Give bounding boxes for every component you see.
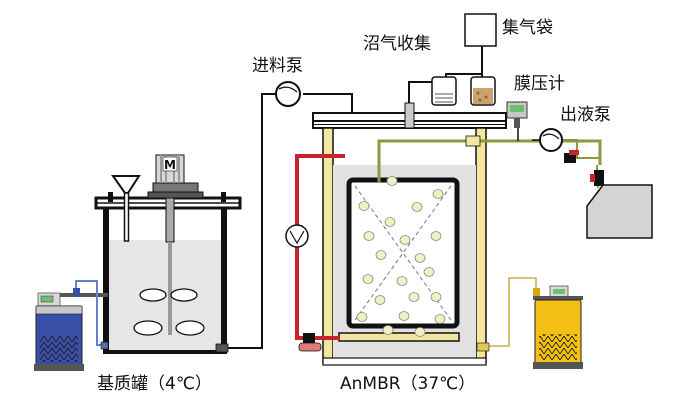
- effluent-tank: [586, 184, 653, 239]
- effluent-pump: [539, 128, 563, 152]
- biogas-bottle-1: [431, 76, 457, 106]
- svg-text:M: M: [164, 158, 176, 172]
- biogas-bottle-2: [470, 76, 496, 106]
- manometer: [506, 101, 528, 128]
- feed-pump: [275, 81, 301, 107]
- substrate-tank-label: 基质罐（4℃）: [97, 374, 212, 394]
- water-bath-right: [476, 277, 583, 369]
- biogas-collection-label: 沼气收集: [363, 34, 431, 54]
- gas-bag: [464, 13, 497, 77]
- bubbles: [356, 176, 446, 337]
- feed-line: [215, 93, 353, 353]
- impeller-blades: [133, 288, 205, 336]
- effluent-pump-label: 出液泵: [560, 105, 611, 125]
- recirculation-loop: [285, 154, 345, 352]
- funnel: [111, 175, 141, 242]
- effluent-valves: [564, 150, 604, 186]
- anmbr-label: AnMBR（37℃）: [340, 374, 476, 394]
- feed-pump-label: 进料泵: [252, 56, 303, 76]
- stirrer-motor: M: [147, 154, 204, 335]
- manometer-label: 膜压计: [514, 74, 565, 94]
- chiller-left: [34, 280, 109, 371]
- gas-bag-label: 集气袋: [502, 18, 553, 38]
